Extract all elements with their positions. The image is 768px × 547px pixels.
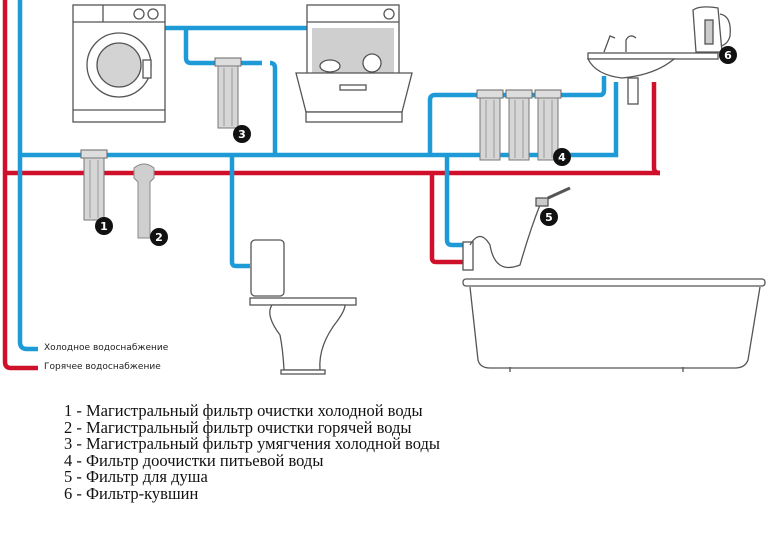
caption-list: 1 - Магистральный фильтр очистки холодно… [64, 401, 440, 503]
legend-cold-label: Холодное водоснабжение [44, 343, 169, 353]
caption-item: 4 - Фильтр доочистки питьевой воды [64, 450, 324, 470]
badge-4: 4 [553, 148, 571, 166]
cold-main [20, 82, 619, 158]
cold-softener-branch [183, 28, 262, 66]
cold-toilet-branch [229, 155, 250, 269]
caption-item: 6 - Фильтр-кувшин [64, 483, 199, 503]
svg-text:6: 6 [724, 49, 732, 62]
filter-2-hot-main [133, 163, 155, 239]
badge-5: 5 [540, 208, 558, 226]
hot-bath-branch [429, 173, 466, 265]
badge-3: 3 [233, 125, 251, 143]
legend-hot-label: Горячее водоснабжение [44, 362, 161, 372]
filter-4-drinking-b [505, 89, 533, 161]
svg-text:5: 5 [545, 211, 553, 224]
svg-text:1: 1 [100, 220, 108, 233]
caption-item: 3 - Магистральный фильтр умягчения холод… [64, 434, 440, 453]
cold-water-pipes [17, 0, 619, 352]
filter-4-drinking-a [476, 89, 504, 161]
filter-3-softener [214, 57, 242, 129]
sink [586, 35, 719, 105]
cold-dishwasher-drop [269, 60, 278, 155]
svg-text:4: 4 [558, 151, 566, 164]
badge-6: 6 [719, 46, 737, 64]
hot-sink-branch [651, 82, 661, 176]
bathtub [462, 186, 766, 372]
badge-2: 2 [150, 228, 168, 246]
badge-1: 1 [95, 217, 113, 235]
caption-item: 1 - Магистральный фильтр очистки холодно… [64, 401, 423, 420]
svg-text:2: 2 [155, 231, 163, 244]
water-pitcher [692, 6, 731, 53]
dishwasher [295, 4, 413, 123]
caption-item: 5 - Фильтр для душа [64, 467, 208, 486]
caption-item: 2 - Магистральный фильтр очистки горячей… [64, 417, 412, 437]
filter-1-cold-main [80, 149, 108, 221]
washing-machine [72, 4, 166, 123]
cold-bath-branch [444, 155, 466, 248]
cold-riser [17, 0, 38, 352]
toilet [249, 239, 357, 375]
svg-text:3: 3 [238, 128, 246, 141]
hot-water-pipes [2, 0, 661, 371]
hot-riser [2, 0, 38, 371]
